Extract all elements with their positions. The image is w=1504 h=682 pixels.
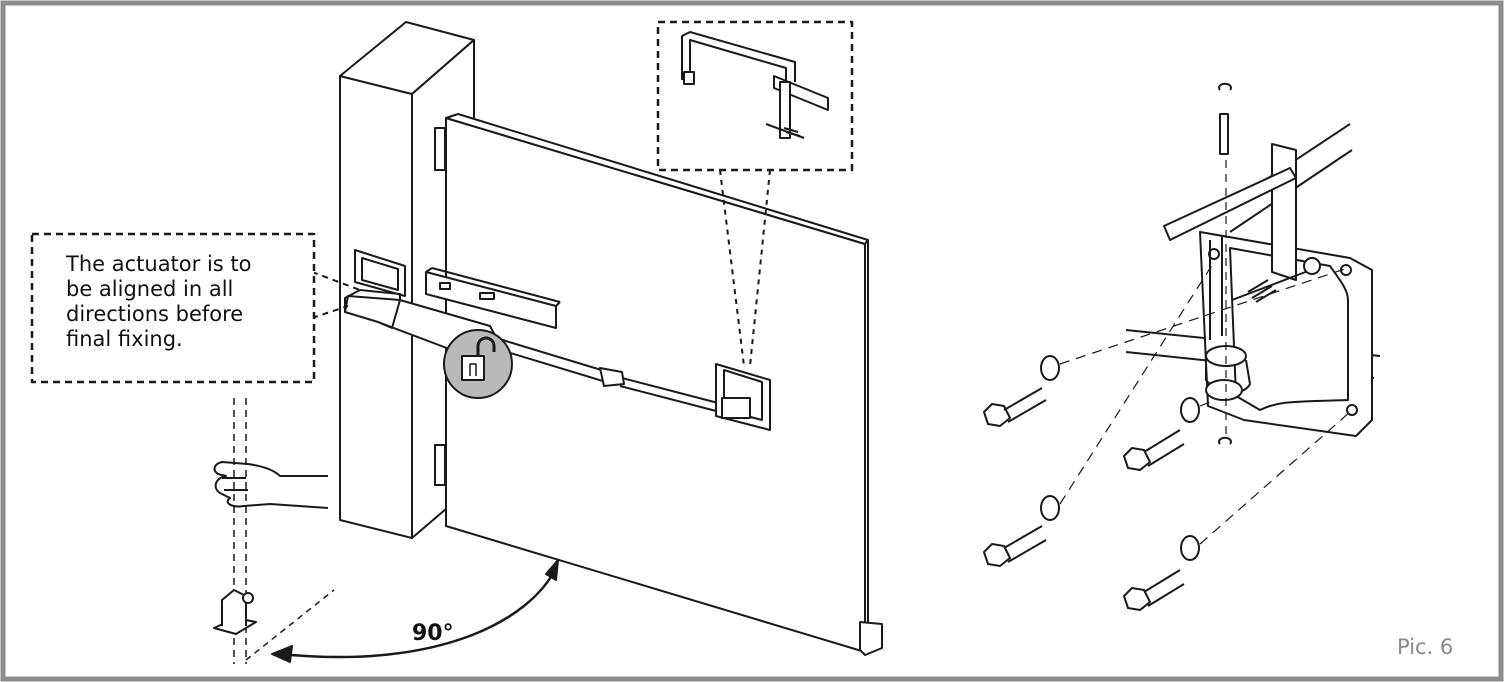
- pillar-bracket: [354, 249, 406, 297]
- bolt-3: [983, 261, 1215, 567]
- bolt-2: [1123, 397, 1217, 471]
- gate-leaf: [445, 113, 883, 656]
- upper-hinge: [434, 127, 446, 171]
- inset-pointer: [749, 169, 771, 367]
- bolt-1: [983, 267, 1349, 427]
- lower-hinge: [434, 444, 446, 486]
- callout-box: [30, 232, 316, 384]
- guide-line: [311, 271, 361, 291]
- angle-label: 90°: [412, 621, 454, 646]
- unlock-icon: [443, 329, 513, 399]
- pivot-pin: [1218, 82, 1232, 445]
- picture-caption: Pic. 6: [1397, 635, 1454, 659]
- arc-arrowhead: [271, 645, 293, 663]
- ground-stopper: [213, 589, 257, 635]
- wall-plate: [1199, 231, 1373, 437]
- gate-bracket: [715, 363, 771, 431]
- caliper-clamp-icon: [681, 31, 829, 139]
- arc-arrowhead: [545, 559, 559, 581]
- right-scene: [983, 82, 1381, 611]
- floor-line: [245, 589, 335, 661]
- fixing-knuckle: [1205, 345, 1251, 401]
- hand-icon: [213, 461, 329, 509]
- callout-text: The actuator is to be aligned in all dir…: [66, 252, 252, 351]
- rotation-arc: [279, 567, 558, 659]
- clamp-arm: [1163, 143, 1321, 340]
- inset-pointer: [719, 169, 745, 367]
- spirit-level: [425, 267, 561, 329]
- bolt-4: [1123, 411, 1351, 611]
- left-scene: [30, 20, 883, 664]
